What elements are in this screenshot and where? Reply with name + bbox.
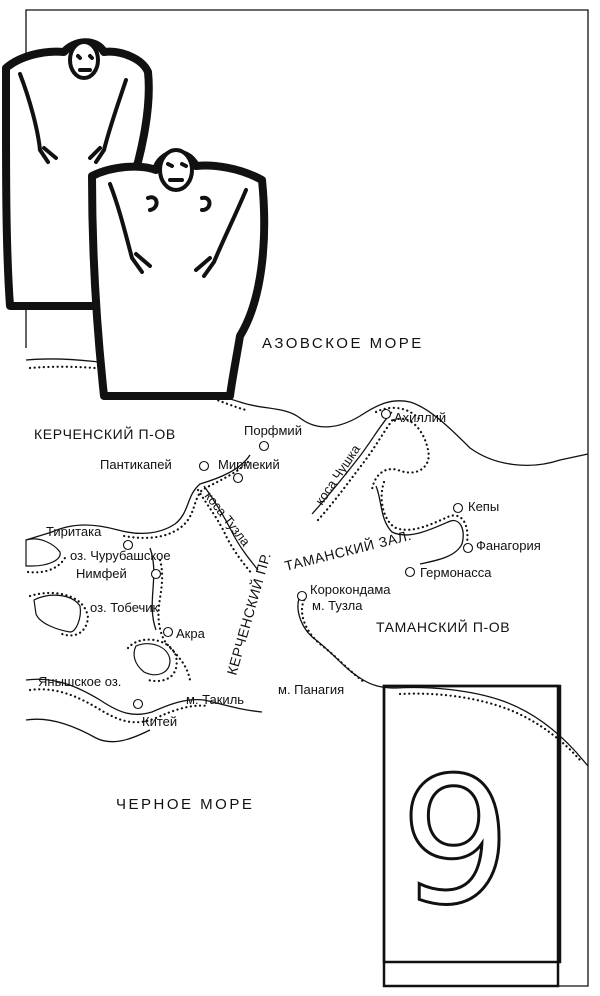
plate-number: 9 xyxy=(400,741,511,944)
taman-peninsula-label: ТАМАНСКИЙ П-ОВ xyxy=(376,618,510,635)
porthmium-label: Порфмий xyxy=(244,423,302,438)
akra-marker xyxy=(162,626,174,638)
figurine-front-face xyxy=(158,148,194,192)
taman-bay-label: ТАМАНСКИЙ ЗАЛ. xyxy=(283,526,414,574)
tobechik-lake xyxy=(33,594,81,633)
nymphaeum-label: Нимфей xyxy=(76,566,127,581)
cape-takil-label: м. Такиль xyxy=(186,692,244,707)
achilleion-label: Ахиллий xyxy=(394,410,446,425)
churubash-lake xyxy=(25,538,61,567)
kerch-south-coastline xyxy=(25,678,263,715)
kepoi-marker xyxy=(452,502,464,514)
cape-tuzla-label: м. Тузла xyxy=(312,598,363,613)
kerch-strait-label: КЕРЧЕНСКИЙ ПР. xyxy=(223,550,274,677)
tuzla-spit xyxy=(203,485,259,571)
phanagoria-marker xyxy=(462,542,474,554)
achilleion-marker xyxy=(380,408,392,420)
plate-frame-outer xyxy=(382,684,560,988)
phanagoria-label: Фанагория xyxy=(476,538,541,553)
akra-label: Акра xyxy=(176,626,206,641)
azov-shore-dots xyxy=(28,365,248,412)
kerch-peninsula-label: КЕРЧЕНСКИЙ П-ОВ xyxy=(34,425,176,442)
kepoi-label: Кепы xyxy=(468,499,499,514)
tyritake-label: Тиритака xyxy=(46,524,102,539)
panticapaeum-label: Пантикапей xyxy=(100,457,172,472)
figurine-back-face xyxy=(68,40,100,80)
tyritake-marker xyxy=(122,539,134,551)
churubash-lake-label: оз. Чурубашское xyxy=(70,548,171,563)
myrmekium-marker xyxy=(232,472,244,484)
yanysh-lake-label: Янышское оз. xyxy=(38,674,121,689)
figurine-front xyxy=(88,149,269,400)
hermonassa-marker xyxy=(404,566,416,578)
nymphaeum-marker xyxy=(150,568,162,580)
porthmium-marker xyxy=(258,440,270,452)
cape-panagia-label: м. Панагия xyxy=(278,682,344,697)
tuzla-spit-label: коса Тузла xyxy=(202,489,254,550)
myrmekium-label: Мирмекий xyxy=(218,457,280,472)
panticapaeum-marker xyxy=(198,460,210,472)
chushka-spit xyxy=(311,411,393,515)
korokondama-label: Корокондама xyxy=(310,582,391,597)
taman-west-coastline xyxy=(297,595,397,689)
hermonassa-label: Гермонасса xyxy=(420,565,492,580)
kytaea-marker xyxy=(132,698,144,710)
chushka-spit-label: коса Чушка xyxy=(312,441,364,507)
yanysh-lake xyxy=(133,643,171,676)
kytaea-label: Китей xyxy=(142,714,177,729)
korokondama-marker xyxy=(296,590,308,602)
tobechik-lake-label: оз. Тобечик xyxy=(90,600,159,615)
kerch-strait-coastline xyxy=(25,454,251,541)
black-sea-label: ЧЕРНОЕ МОРЕ xyxy=(116,796,254,813)
figurines-illustration xyxy=(2,38,269,400)
azov-sea-label: АЗОВСКОЕ МОРЕ xyxy=(262,335,424,352)
taman-bay-coastline xyxy=(375,485,464,565)
